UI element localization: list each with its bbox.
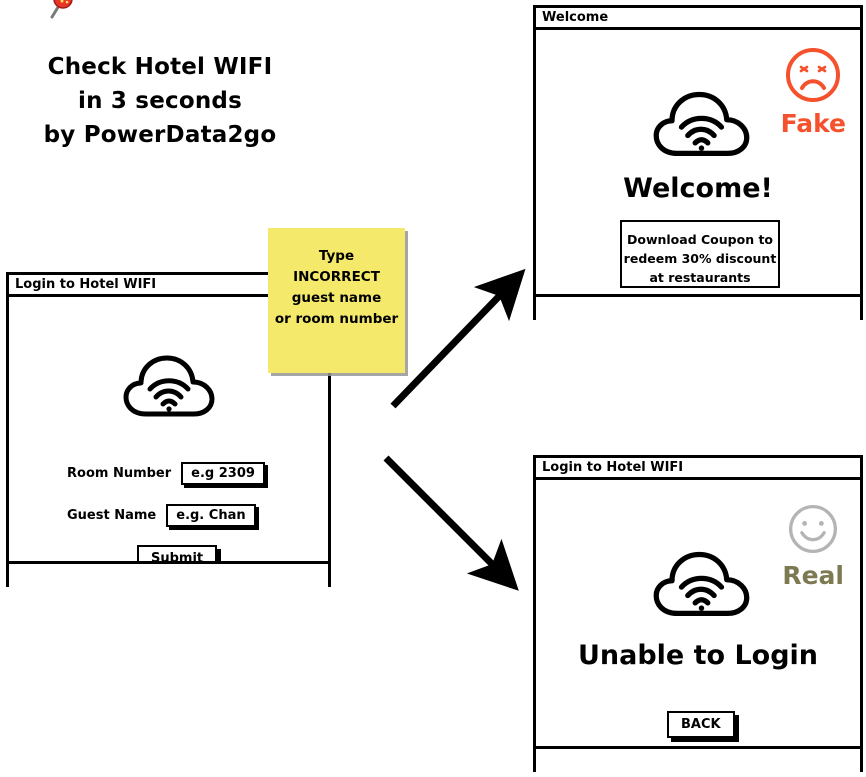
cloud-wifi-icon (652, 548, 752, 622)
sticky-note: Type INCORRECT guest name or room number (268, 228, 405, 373)
real-verdict-label: Real (782, 561, 844, 590)
login-window-title: Login to Hotel WIFI (15, 277, 157, 292)
fail-message: Unable to Login (577, 640, 819, 671)
fail-window-titlebar: Login to Hotel WIFI (536, 458, 860, 480)
guest-name-input[interactable]: e.g. Chan (166, 504, 256, 527)
welcome-window-title: Welcome (542, 10, 609, 25)
login-window-statusbar (9, 561, 328, 587)
coupon-box: Download Coupon to redeem 30% discount a… (620, 220, 780, 288)
coupon-line-1: Download Coupon to (626, 232, 774, 247)
room-number-row: Room Number e.g 2309 (67, 462, 265, 485)
back-button[interactable]: BACK (667, 711, 735, 738)
welcome-window-body: Fake Welcome! Download Coupon to redeem … (536, 30, 860, 320)
sad-face-icon (784, 46, 842, 108)
coupon-line-2: redeem 30% discount (623, 251, 777, 266)
cloud-wifi-icon (652, 88, 752, 162)
guest-name-label: Guest Name (67, 508, 157, 523)
page-title: Check Hotel WIFI in 3 seconds by PowerDa… (20, 50, 300, 152)
real-verdict: Real (782, 502, 844, 590)
fail-window: Login to Hotel WIFI Real (533, 455, 863, 772)
guest-name-row: Guest Name e.g. Chan (67, 504, 256, 527)
login-window-titlebar: Login to Hotel WIFI (9, 275, 328, 297)
welcome-message: Welcome! (623, 173, 773, 204)
cloud-wifi-icon (122, 352, 217, 422)
smiley-face-icon (786, 502, 840, 560)
pushpin-icon (48, 0, 76, 24)
coupon-line-3: at restaurants (649, 270, 751, 285)
room-number-input[interactable]: e.g 2309 (181, 462, 265, 485)
login-window-body: Room Number e.g 2309 Guest Name e.g. Cha… (9, 297, 328, 587)
page-title-line-1: Check Hotel WIFI (47, 54, 273, 80)
sticky-note-line-1: Type (318, 248, 355, 264)
page-title-line-3: by PowerData2go (43, 122, 277, 148)
back-button-wrap: BACK (667, 711, 735, 738)
sticky-note-line-2: INCORRECT (293, 269, 380, 285)
welcome-window: Welcome Fake (533, 5, 863, 320)
arrow-to-real (383, 455, 519, 591)
sticky-note-line-3: guest name (291, 290, 382, 306)
fail-window-title: Login to Hotel WIFI (542, 460, 684, 475)
welcome-window-statusbar (536, 294, 860, 320)
fail-window-statusbar (536, 746, 860, 772)
fake-verdict: Fake (781, 46, 846, 138)
sticky-note-line-4: or room number (274, 311, 399, 327)
welcome-window-titlebar: Welcome (536, 8, 860, 30)
arrow-to-fake (390, 268, 526, 409)
room-number-label: Room Number (67, 466, 172, 481)
fail-window-body: Real Unable to Login BACK (536, 480, 860, 772)
page-title-line-2: in 3 seconds (78, 88, 242, 114)
sticky-note-text: Type INCORRECT guest name or room number (268, 246, 405, 330)
fake-verdict-label: Fake (780, 109, 846, 138)
